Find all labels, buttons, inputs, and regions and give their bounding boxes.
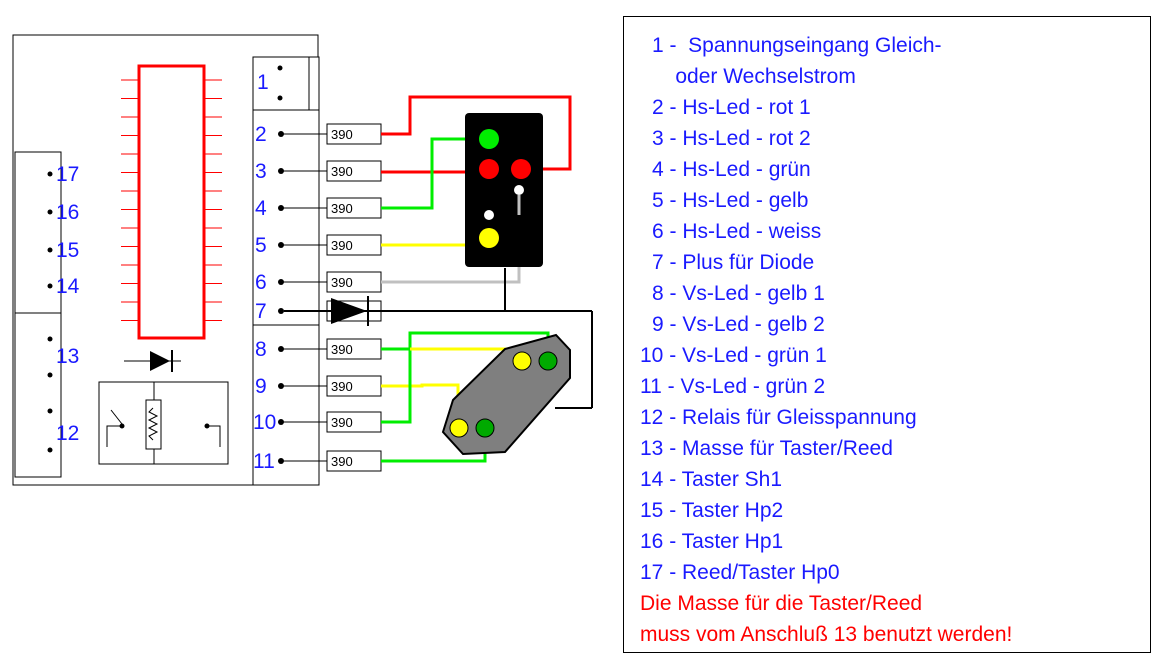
pin-dot [47,336,53,342]
pin-number: 10 [253,411,276,434]
legend-entry: 1 - Spannungseingang Gleich- [652,34,942,57]
ic-chip [121,64,222,340]
relay [98,381,229,465]
resistor: 390 [326,271,382,293]
pin-number: 7 [255,300,267,323]
legend-entry: oder Wechselstrom [652,65,856,88]
legend-entry: 7 - Plus für Diode [652,251,815,274]
pin-number: 4 [255,197,267,220]
resistor-value: 390 [331,238,353,253]
resistor-value: 390 [331,415,353,430]
resistor-value: 390 [331,127,353,142]
legend-entry: 14 - Taster Sh1 [640,468,783,491]
pin-number: 8 [255,338,267,361]
resistor: 390 [326,123,382,145]
pin-number: 3 [255,160,267,183]
pin-dot [47,283,53,289]
pin-number: 12 [56,422,79,445]
distant-signal [441,333,571,456]
resistor-value: 390 [331,379,353,394]
legend-entry: 17 - Reed/Taster Hp0 [640,561,840,584]
legend-entries: 1 - Spannungseingang Gleich- oder Wechse… [624,30,1150,588]
legend-entry: 9 - Vs-Led - gelb 2 [652,313,825,336]
resistor: 390 [326,338,382,360]
pin-dot [47,247,53,253]
pin-number: 11 [253,450,275,473]
pin-number: 5 [255,234,267,257]
legend-box: 1 - Spannungseingang Gleich- oder Wechse… [623,16,1151,653]
pin-number: 13 [56,345,79,368]
pin-dot [47,171,53,177]
legend-entry: 6 - Hs-Led - weiss [652,220,822,243]
resistor: 390 [326,234,382,256]
legend-entry: 5 - Hs-Led - gelb [652,189,809,212]
legend-entry: 16 - Taster Hp1 [640,530,784,553]
pin-dot [47,447,53,453]
led-yellow [479,228,499,248]
pin-number: 16 [56,201,79,224]
plus-diode [284,296,592,326]
pin-dot [47,372,53,378]
led-red-1 [479,159,499,179]
left-connector-pins: 17 16 15 14 13 12 [47,163,80,453]
resistor-value: 390 [331,275,353,290]
resistor-value: 390 [331,164,353,179]
resistor: 390 [326,411,382,433]
legend-entry: 13 - Masse für Taster/Reed [640,437,893,460]
pin-number: 1 [257,71,269,94]
led-white-2 [484,210,494,220]
resistors: 390390390390390390390390390390 [326,123,382,472]
pin-dot [277,65,283,71]
pin-dot [47,209,53,215]
resistor-value: 390 [331,454,353,469]
led-green [479,129,499,149]
pin-number: 17 [56,163,79,186]
pin-number: 6 [255,271,267,294]
pin-dot [47,408,53,414]
led-green-1 [538,351,558,371]
legend-entry: 2 - Hs-Led - rot 1 [652,96,811,119]
legend-entry: 12 - Relais für Gleisspannung [640,406,917,429]
resistor: 390 [326,160,382,182]
led-white [514,185,524,195]
led-green-2 [475,418,495,438]
legend-warning-line: Die Masse für die Taster/Reed [640,592,923,615]
pin-dot [277,95,283,101]
pin-number: 15 [56,239,79,262]
legend-entry: 10 - Vs-Led - grün 1 [640,344,827,367]
resistor-value: 390 [331,342,353,357]
pin-number: 9 [255,375,267,398]
pin-number: 2 [255,123,267,146]
led-red-2 [511,159,531,179]
onboard-diode [124,350,181,372]
resistor: 390 [326,197,382,219]
resistor-value: 390 [331,201,353,216]
legend-entry: 8 - Vs-Led - gelb 1 [652,282,825,305]
led-yellow-2 [449,418,469,438]
led-yellow-1 [512,351,532,371]
legend-entry: 4 - Hs-Led - grün [652,158,811,181]
resistor: 390 [326,450,382,472]
main-signal [465,113,543,267]
legend-entry: 3 - Hs-Led - rot 2 [652,127,811,150]
right-connector-pins: 1 2 3 4 5 6 7 8 9 10 11 [253,65,327,473]
legend-warning: Die Masse für die Taster/Reed muss vom An… [624,588,1150,650]
legend-warning-line: muss vom Anschluß 13 benutzt werden! [640,623,1013,646]
pin-number: 14 [56,275,80,298]
resistor: 390 [326,375,382,397]
legend-entry: 11 - Vs-Led - grün 2 [640,375,826,398]
legend-entry: 15 - Taster Hp2 [640,499,784,522]
